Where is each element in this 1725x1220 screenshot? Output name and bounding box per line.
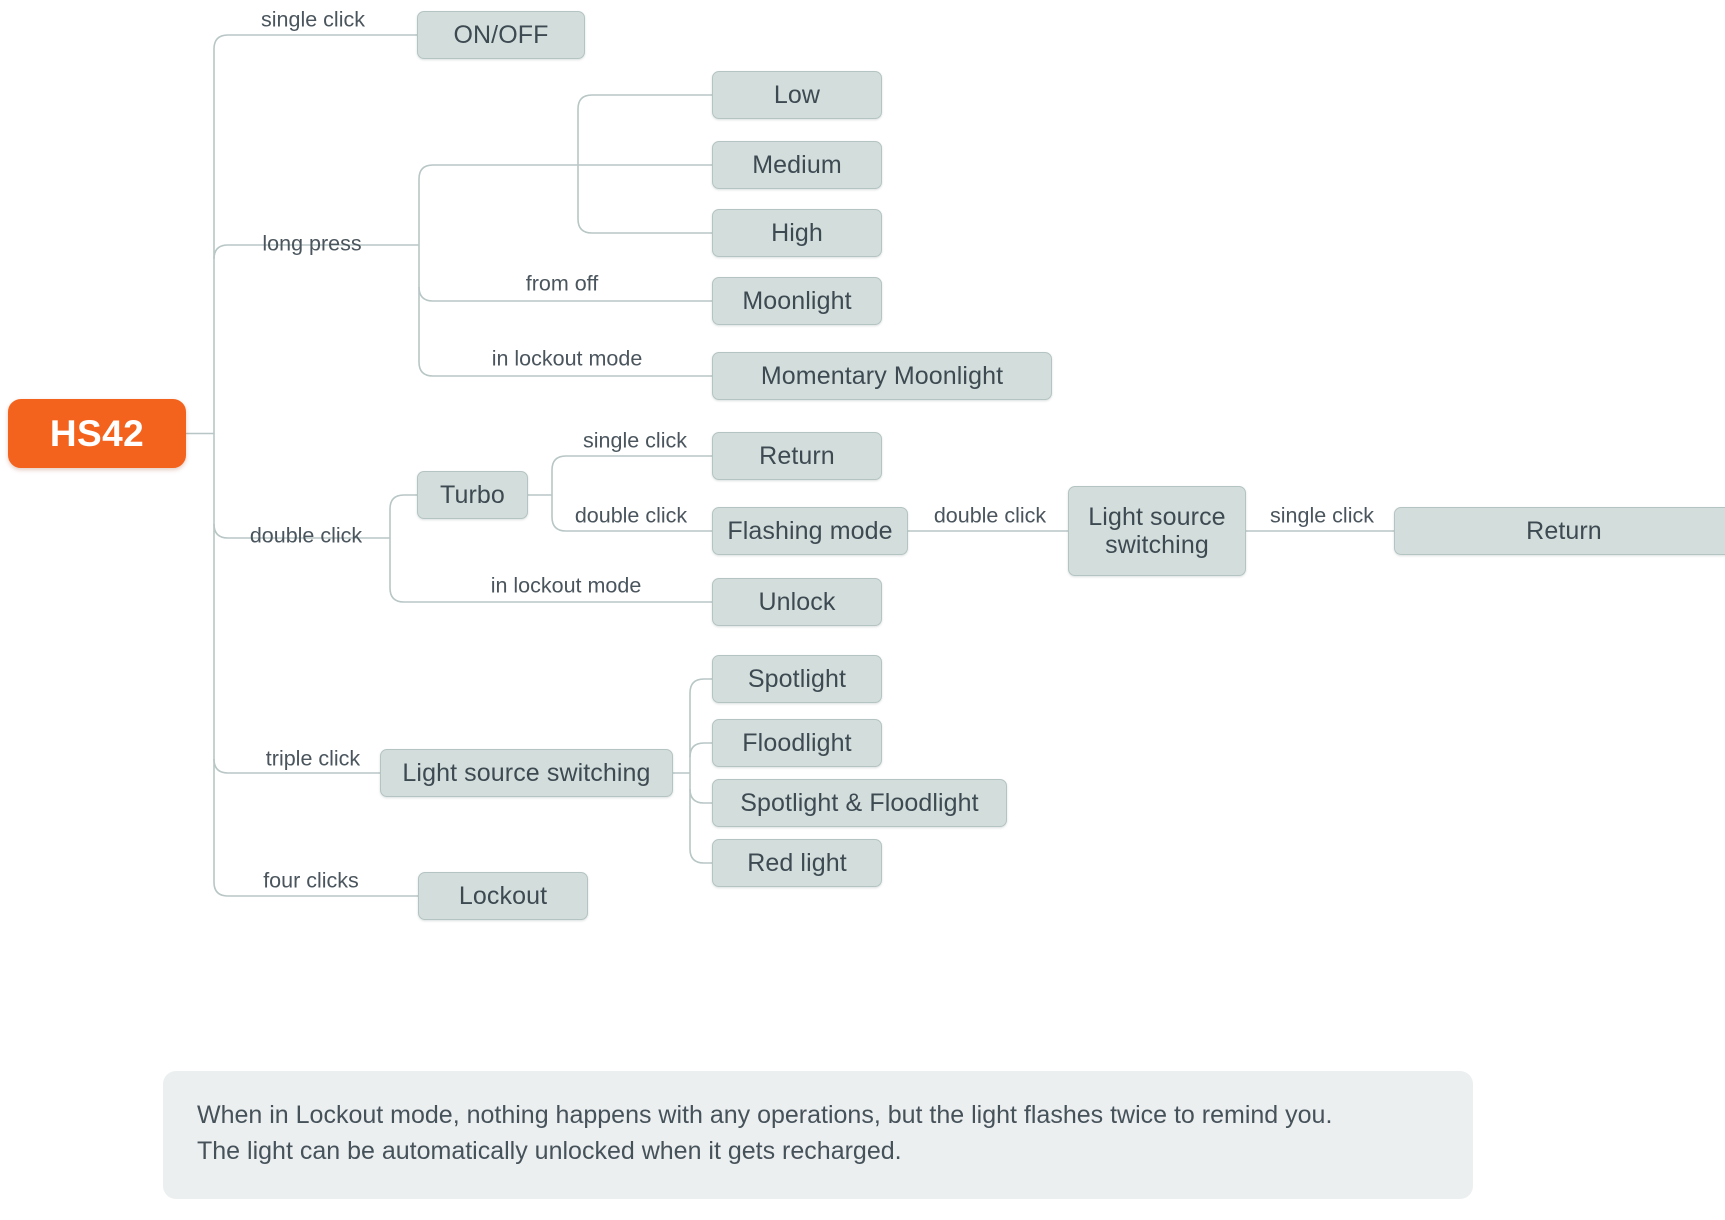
node-return2[interactable]: Return <box>1394 507 1725 555</box>
connector <box>551 455 712 471</box>
connector <box>577 218 712 234</box>
node-spotflood[interactable]: Spotlight & Floodlight <box>712 779 1007 827</box>
edge-label: double click <box>574 503 688 528</box>
node-return1[interactable]: Return <box>712 432 882 480</box>
edge-label: single click <box>1270 503 1374 528</box>
edge-label: from off <box>525 271 599 296</box>
node-low[interactable]: Low <box>712 71 882 119</box>
connector <box>689 848 712 864</box>
node-high[interactable]: High <box>712 209 882 257</box>
root-node[interactable]: HS42 <box>8 399 186 468</box>
edge-label: single click <box>583 428 687 453</box>
edge-label: triple click <box>265 746 361 771</box>
node-lss1[interactable]: Light source switching <box>380 749 673 797</box>
node-medium[interactable]: Medium <box>712 141 882 189</box>
edge-label: in lockout mode <box>491 346 643 371</box>
node-onoff[interactable]: ON/OFF <box>417 11 585 59</box>
edge-label: four clicks <box>263 868 359 893</box>
node-unlock[interactable]: Unlock <box>712 578 882 626</box>
edge-label: double click <box>249 523 363 548</box>
edge-label: single click <box>261 7 365 32</box>
footnote-line-2: The light can be automatically unlocked … <box>197 1136 902 1165</box>
connector <box>689 678 712 694</box>
node-momentary[interactable]: Momentary Moonlight <box>712 352 1052 400</box>
node-turbo[interactable]: Turbo <box>417 471 528 519</box>
footnote-panel: When in Lockout mode, nothing happens wi… <box>163 1071 1473 1199</box>
edge-label: in lockout mode <box>490 573 642 598</box>
node-spotlight[interactable]: Spotlight <box>712 655 882 703</box>
edge-label: long press <box>262 231 362 256</box>
node-floodlight[interactable]: Floodlight <box>712 719 882 767</box>
connector <box>689 788 712 804</box>
node-flashing[interactable]: Flashing mode <box>712 507 908 555</box>
connector <box>213 34 417 50</box>
node-lockout[interactable]: Lockout <box>418 872 588 920</box>
node-redlight[interactable]: Red light <box>712 839 882 887</box>
footnote-line-1: When in Lockout mode, nothing happens wi… <box>197 1101 1333 1129</box>
edge-label: double click <box>933 503 1047 528</box>
connector <box>418 164 578 180</box>
connector <box>389 494 417 510</box>
connector <box>577 94 712 110</box>
node-lss2[interactable]: Light source switching <box>1068 486 1246 576</box>
connector <box>689 742 712 758</box>
node-moonlight[interactable]: Moonlight <box>712 277 882 325</box>
